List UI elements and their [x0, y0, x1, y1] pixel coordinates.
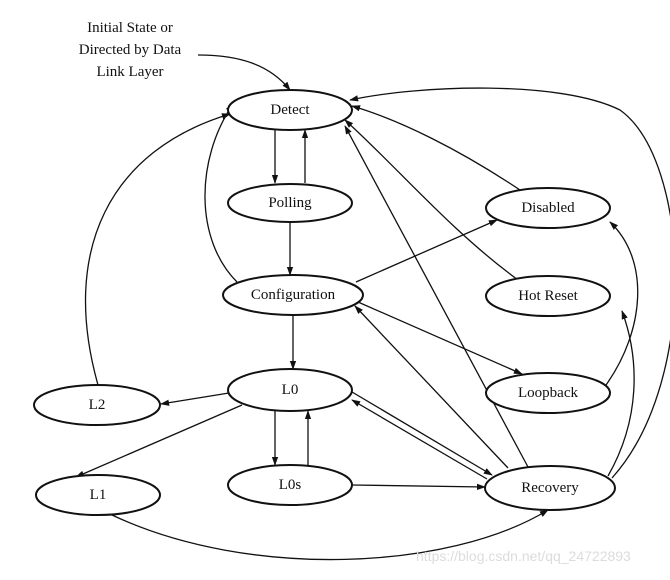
- state-label: L2: [89, 397, 106, 413]
- state-label: Configuration: [251, 287, 336, 303]
- state-label: Polling: [268, 195, 312, 211]
- state-label: Detect: [270, 102, 310, 118]
- state-configuration: Configuration: [222, 274, 364, 316]
- edge-configuration-to-detect: [204, 103, 238, 283]
- state-l0: L0: [227, 368, 353, 412]
- state-label: L1: [90, 487, 107, 503]
- edge-initial-to-detect: [197, 54, 291, 91]
- state-label: Recovery: [521, 480, 579, 496]
- state-hot-reset: Hot Reset: [485, 275, 611, 317]
- edge-recovery-to-configuration: [354, 305, 509, 469]
- edge-recovery-to-detect-outer: [349, 87, 670, 479]
- state-label: L0: [282, 382, 299, 398]
- state-l0s: L0s: [227, 464, 353, 506]
- state-label: Loopback: [518, 385, 578, 401]
- initial-label-line2: Directed by Data: [78, 42, 182, 58]
- initial-state-label: Initial State or Directed by Data Link L…: [60, 17, 200, 83]
- edge-configuration-to-loopback: [357, 301, 523, 375]
- edge-l2-to-detect: [84, 113, 231, 386]
- edge-recovery-to-detect: [344, 125, 529, 468]
- edge-l0-to-l1: [75, 404, 243, 478]
- initial-label-line1: Initial State or: [87, 20, 173, 36]
- watermark: https://blog.csdn.net/qq_24722893: [416, 548, 631, 564]
- edge-loopback-to-disabled: [605, 221, 639, 386]
- edge-hotreset-to-detect: [344, 119, 519, 281]
- edges: [75, 54, 670, 561]
- state-detect: Detect: [227, 89, 353, 131]
- edge-l0-to-recovery: [351, 391, 493, 476]
- state-l2: L2: [33, 384, 161, 426]
- state-recovery: Recovery: [484, 465, 616, 511]
- state-loopback: Loopback: [485, 372, 611, 414]
- initial-label-line3: Link Layer: [96, 64, 164, 80]
- edge-l0-to-l2: [160, 392, 230, 406]
- edge-recovery-to-l0: [351, 399, 488, 480]
- edge-recovery-to-hotreset: [607, 310, 635, 477]
- state-label: L0s: [279, 477, 302, 493]
- state-disabled: Disabled: [485, 187, 611, 229]
- state-label: Disabled: [521, 200, 575, 216]
- edge-l1-to-recovery: [111, 509, 549, 561]
- edge-l0s-to-recovery: [351, 483, 486, 491]
- edge-disabled-to-detect: [351, 105, 521, 191]
- state-polling: Polling: [227, 183, 353, 223]
- state-l1: L1: [35, 474, 161, 516]
- edge-configuration-to-disabled: [355, 219, 498, 283]
- state-label: Hot Reset: [518, 288, 578, 304]
